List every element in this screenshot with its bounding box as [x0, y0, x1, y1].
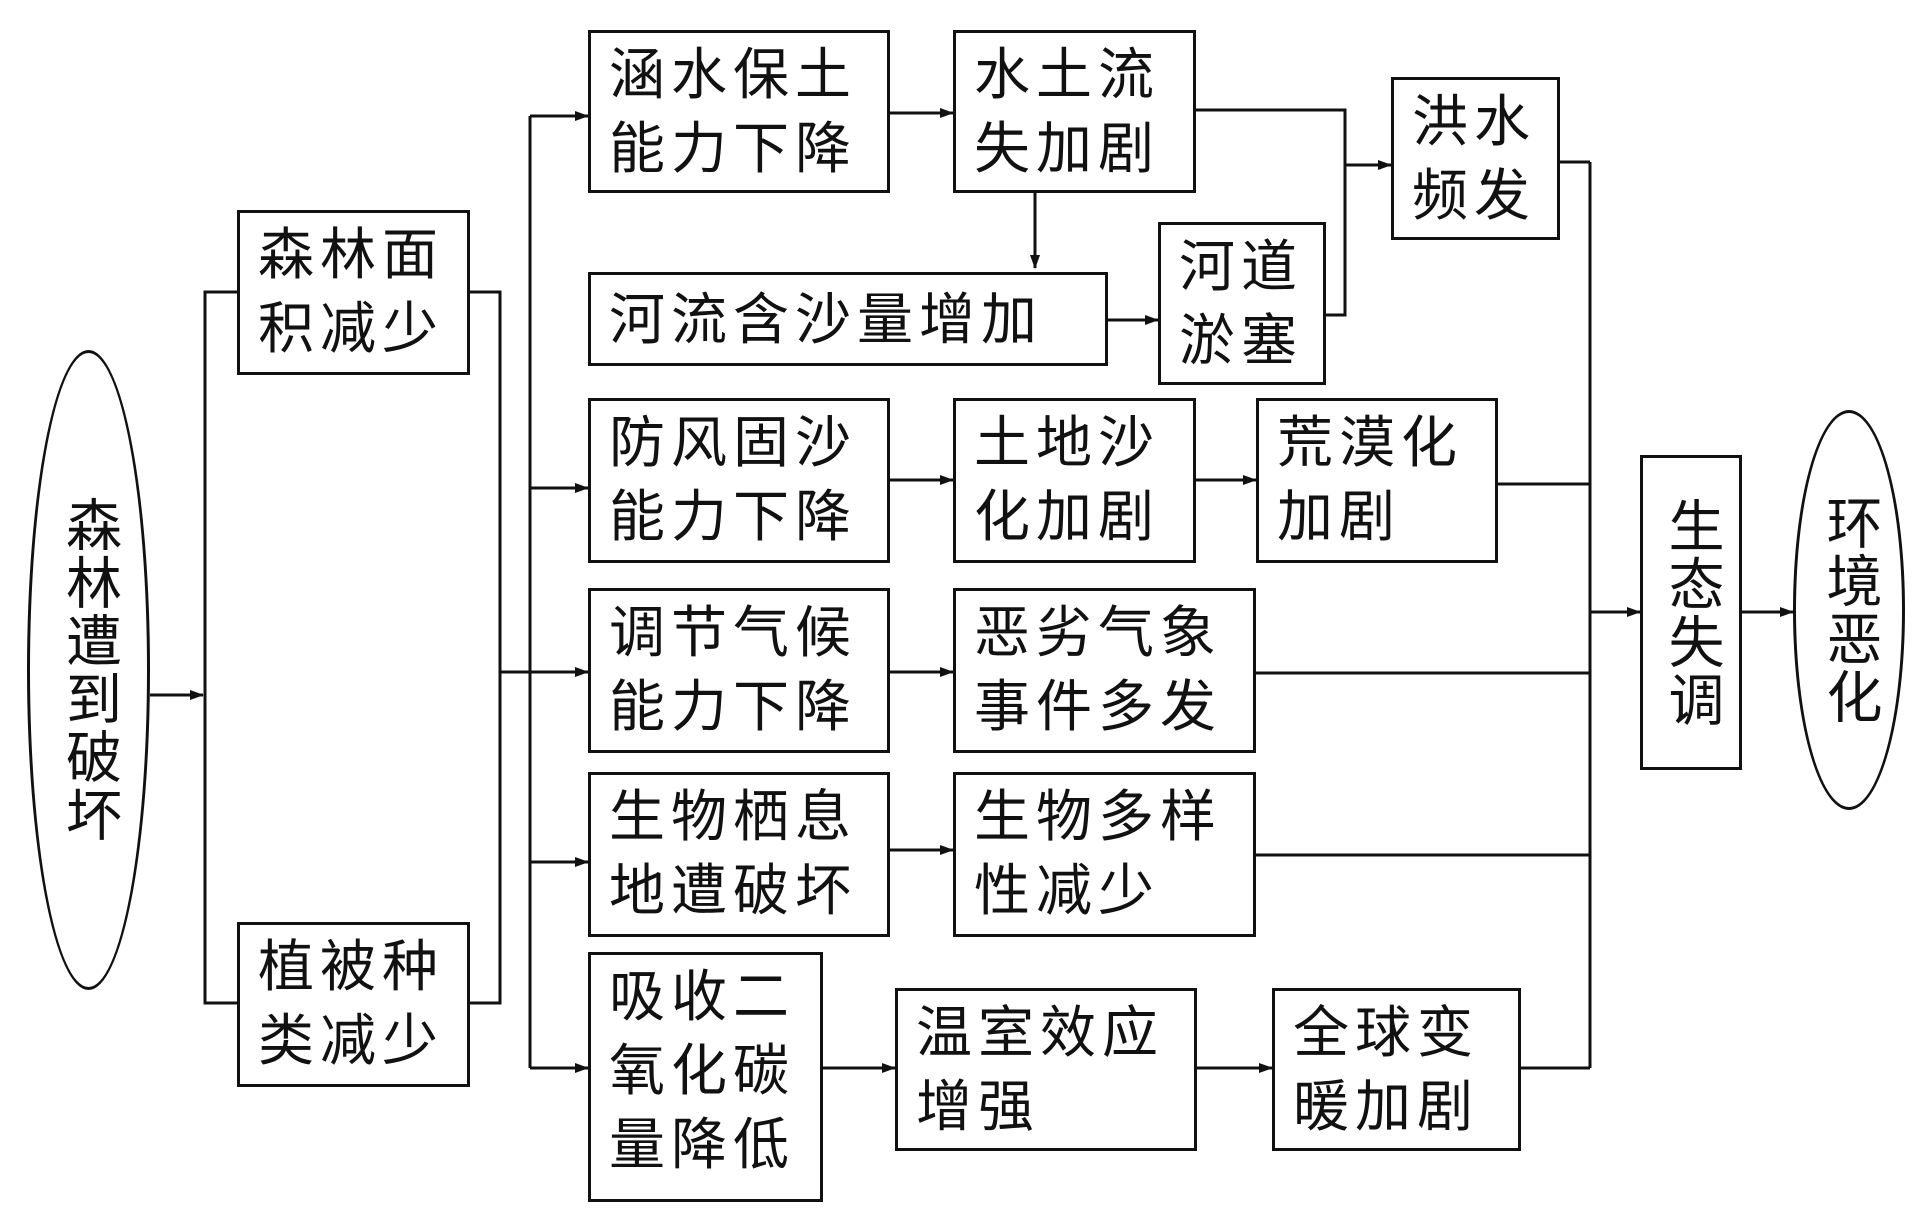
- effect-siltation-label: 河道淤塞: [1179, 235, 1303, 374]
- cause-left-bracket: [203, 290, 237, 1005]
- effect-flood-label: 洪水频发: [1412, 90, 1536, 229]
- effect-siltation: 河道淤塞: [1158, 222, 1326, 385]
- cause-forest-area: 森林面积减少: [237, 210, 470, 375]
- cause-forest-area-label: 森林面积减少: [258, 223, 444, 362]
- effect-global-warming-label: 全球变暖加剧: [1293, 1001, 1479, 1140]
- effect-sediment-label: 河流含沙量增加: [609, 288, 1043, 353]
- effect-biodiversity: 生物多样性减少: [953, 772, 1256, 937]
- effect-desert-expansion: 荒漠化加剧: [1256, 398, 1498, 563]
- effect-habitat-label: 生物栖息地遭破坏: [609, 785, 857, 924]
- effect-co2-absorption-label: 吸收二氧化碳量降低: [609, 965, 795, 1178]
- effect-climate-regulation-label: 调节气候能力下降: [609, 601, 857, 740]
- ecological-imbalance-label: 生态失调: [1659, 496, 1724, 729]
- effect-co2-absorption: 吸收二氧化碳量降低: [588, 952, 823, 1202]
- cause-right-bracket: [470, 290, 502, 1005]
- ecological-imbalance: 生态失调: [1640, 455, 1742, 770]
- cause-vegetation-species: 植被种类减少: [237, 922, 470, 1087]
- effect-greenhouse-label: 温室效应增强: [916, 1001, 1164, 1140]
- effect-windbreak-label: 防风固沙能力下降: [609, 411, 857, 550]
- effect-habitat: 生物栖息地遭破坏: [588, 772, 890, 937]
- effect-sediment: 河流含沙量增加: [588, 272, 1108, 366]
- cause-vegetation-species-label: 植被种类减少: [258, 935, 444, 1074]
- effect-global-warming: 全球变暖加剧: [1272, 988, 1521, 1151]
- line-erosion-to-flood: [1196, 108, 1347, 317]
- end-ellipse: 环境恶化: [1793, 410, 1905, 810]
- effect-greenhouse: 温室效应增强: [895, 988, 1197, 1151]
- effect-biodiversity-label: 生物多样性减少: [974, 785, 1222, 924]
- effect-flood: 洪水频发: [1391, 77, 1560, 240]
- effect-water-retention-label: 涵水保土能力下降: [609, 43, 857, 182]
- effect-extreme-weather-label: 恶劣气象事件多发: [974, 601, 1222, 740]
- effect-desertification-label: 土地沙化加剧: [974, 411, 1160, 550]
- effect-extreme-weather: 恶劣气象事件多发: [953, 588, 1256, 753]
- effect-desert-expansion-label: 荒漠化加剧: [1277, 411, 1463, 550]
- effect-erosion: 水土流失加剧: [953, 30, 1196, 193]
- effect-desertification: 土地沙化加剧: [953, 398, 1196, 563]
- start-ellipse: 森林遭到破坏: [27, 350, 150, 990]
- start-label: 森林遭到破坏: [56, 496, 122, 844]
- end-label: 环境恶化: [1817, 494, 1882, 726]
- effect-climate-regulation: 调节气候能力下降: [588, 588, 890, 753]
- effect-erosion-label: 水土流失加剧: [974, 43, 1160, 182]
- effect-water-retention: 涵水保土能力下降: [588, 30, 890, 193]
- effect-windbreak: 防风固沙能力下降: [588, 398, 890, 563]
